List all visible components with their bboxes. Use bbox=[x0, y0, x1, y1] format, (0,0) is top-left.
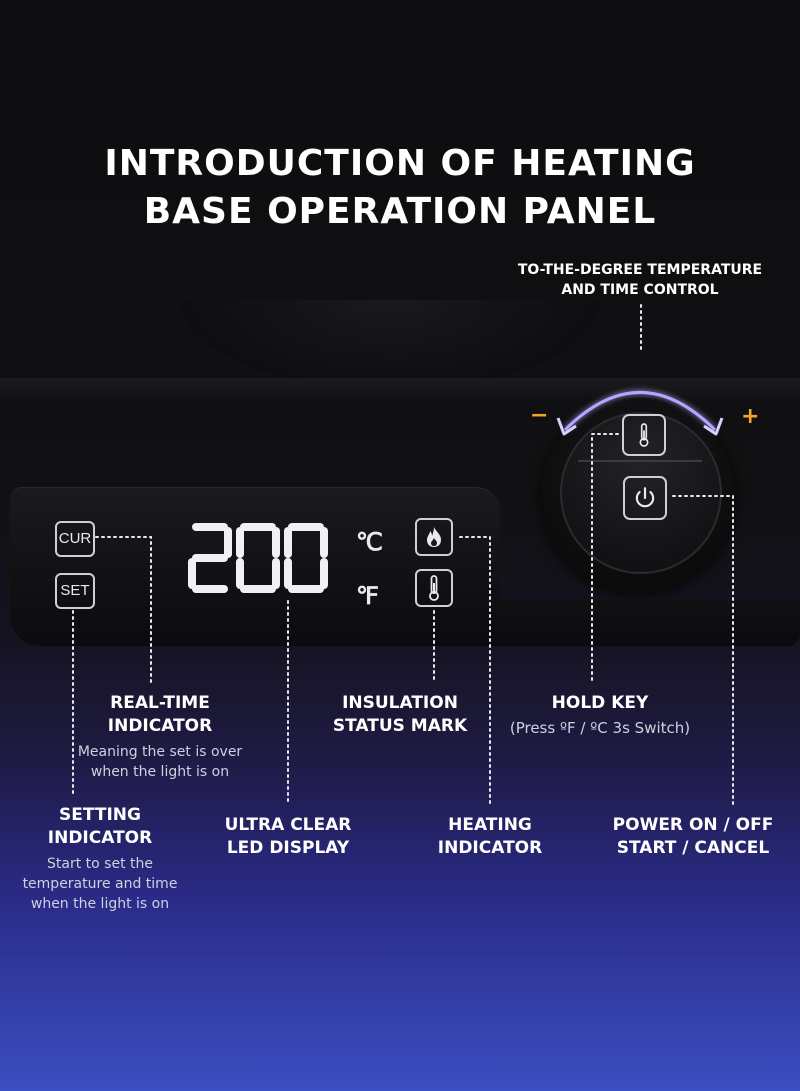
insulation-status-mark bbox=[415, 569, 453, 607]
callout-real-time-indicator: REAL-TIME INDICATOR Meaning the set is o… bbox=[77, 693, 243, 780]
callout-temperature-control: TO-THE-DEGREE TEMPERATURE AND TIME CONTR… bbox=[517, 262, 763, 298]
title-line-1: INTRODUCTION OF HEATING bbox=[104, 143, 696, 184]
leader-heating bbox=[459, 536, 491, 806]
leader-real-time bbox=[95, 536, 152, 684]
hold-key-button[interactable] bbox=[622, 414, 666, 456]
callout-led-display: ULTRA CLEAR LED DISPLAY bbox=[224, 815, 352, 858]
knob-divider bbox=[578, 460, 702, 462]
base-edge bbox=[0, 378, 800, 398]
set-indicator: SET bbox=[55, 573, 95, 609]
callout-hold-key: HOLD KEY (Press ºF / ºC 3s Switch) bbox=[509, 693, 691, 737]
power-icon bbox=[635, 487, 655, 508]
increase-mark: + bbox=[741, 404, 760, 429]
unit-celsius: ℃ bbox=[356, 529, 383, 556]
callout-heating-indicator: HEATING INDICATOR bbox=[437, 815, 543, 858]
decrease-mark: − bbox=[530, 403, 549, 428]
cur-indicator: CUR bbox=[55, 521, 95, 557]
thermometer-icon bbox=[639, 423, 649, 447]
unit-fahrenheit: ℉ bbox=[356, 583, 379, 610]
title-line-2: BASE OPERATION PANEL bbox=[143, 191, 657, 232]
heating-indicator bbox=[415, 518, 453, 556]
led-display bbox=[188, 523, 328, 593]
thermometer-icon bbox=[429, 575, 439, 601]
callout-power: POWER ON / OFF START / CANCEL bbox=[612, 815, 774, 858]
page-title: INTRODUCTION OF HEATING BASE OPERATION P… bbox=[0, 140, 800, 236]
rotation-arc bbox=[556, 391, 724, 436]
callout-insulation-status: INSULATION STATUS MARK bbox=[332, 693, 468, 736]
leader-power bbox=[672, 495, 734, 806]
leader-hold-key bbox=[591, 433, 619, 684]
flame-icon bbox=[427, 527, 441, 547]
power-button[interactable] bbox=[623, 476, 667, 520]
callout-setting-indicator: SETTING INDICATOR Start to set the tempe… bbox=[22, 805, 178, 912]
